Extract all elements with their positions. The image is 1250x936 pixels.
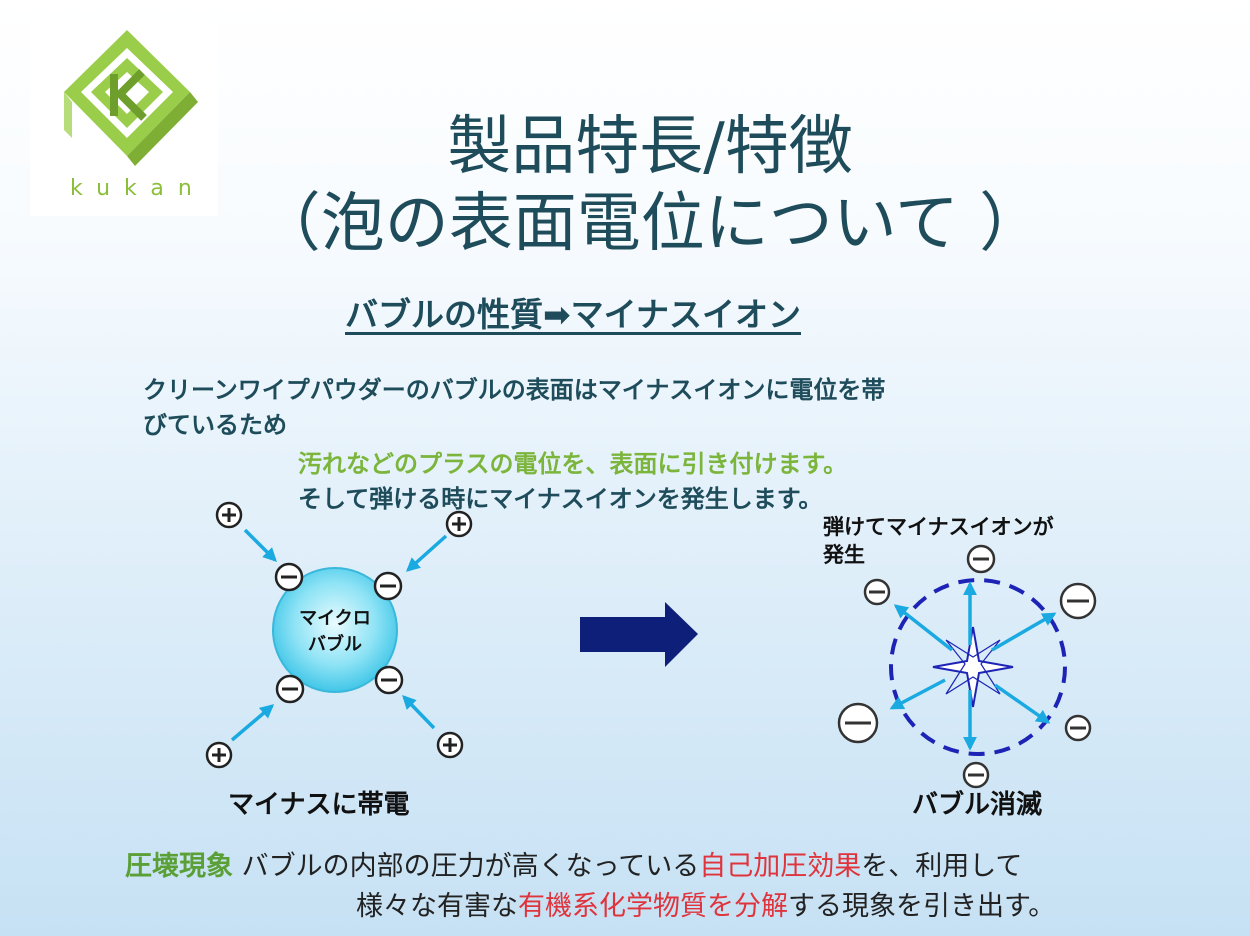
vanishing-bubble-outline [889,578,1067,756]
bottom-text-3: 様々な有害な [356,891,518,922]
section-heading: バブルの性質➡マイナスイオン [345,295,801,334]
minus-ion-icon [1059,582,1097,620]
minus-charge-icon [373,571,403,601]
highlight-self-pressurization: 自己加圧効果 [699,851,862,882]
micro-bubble [272,567,398,693]
bottom-line-2: 様々な有害な有機系化学物質を分解する現象を引き出す。 [356,884,1055,923]
minus-charge-icon [374,665,404,695]
description-line-2: びているため [143,411,287,439]
burst-star-icon [932,626,1014,708]
plus-charge-icon [215,501,243,529]
left-caption: マイナスに帯電 [228,790,410,820]
bottom-line-1: 圧壊現象 バブルの内部の圧力が高くなっている自己加圧効果を、利用して [125,844,1022,883]
description-line-1: クリーンワイプパウダーのバブルの表面はマイナスイオンに電位を帯 [143,376,886,404]
description-line-3: 汚れなどのプラスの電位を、表面に引き付けます。 [298,450,848,478]
bottom-text-4: する現象を引き出す。 [788,891,1056,922]
bottom-text-2: を、利用して [861,851,1023,882]
collapse-term: 圧壊現象 [125,851,233,882]
minus-ion-icon [863,578,891,606]
description-line-4: そして弾ける時にマイナスイオンを発生します。 [298,485,823,513]
logo-box [30,20,218,216]
ion-release-arrows [889,581,1057,751]
plus-charge-icon [205,741,233,769]
right-caption: バブル消滅 [912,790,1043,820]
minus-charge-icon [274,562,304,592]
minus-ion-icon [1064,714,1092,742]
page-title: 製品特長/特徴 [447,110,853,184]
plus-charge-icon [436,731,464,759]
kukan-cube-logo-icon [64,30,198,166]
minus-ion-icon [966,544,996,574]
minus-ion-icon [837,702,879,744]
page-title-sub: （泡の表面電位について ） [256,187,1044,261]
minus-charge-icon [275,674,305,704]
ion-note-line-1: 弾けてマイナスイオンが [823,515,1054,539]
bottom-text-1: バブルの内部の圧力が高くなっている [233,851,700,882]
minus-ion-icon [962,761,990,789]
highlight-decomposition: 有機系化学物質を分解 [518,891,788,922]
bubble-label-1: マイクロ [299,608,371,629]
transition-arrow-icon [580,602,698,667]
plus-charge-icon [445,510,473,538]
logo-text: kukan [70,176,206,201]
ion-note-line-2: 発生 [822,543,865,567]
attraction-arrows [230,528,448,742]
bubble-label-2: バブル [308,633,362,655]
